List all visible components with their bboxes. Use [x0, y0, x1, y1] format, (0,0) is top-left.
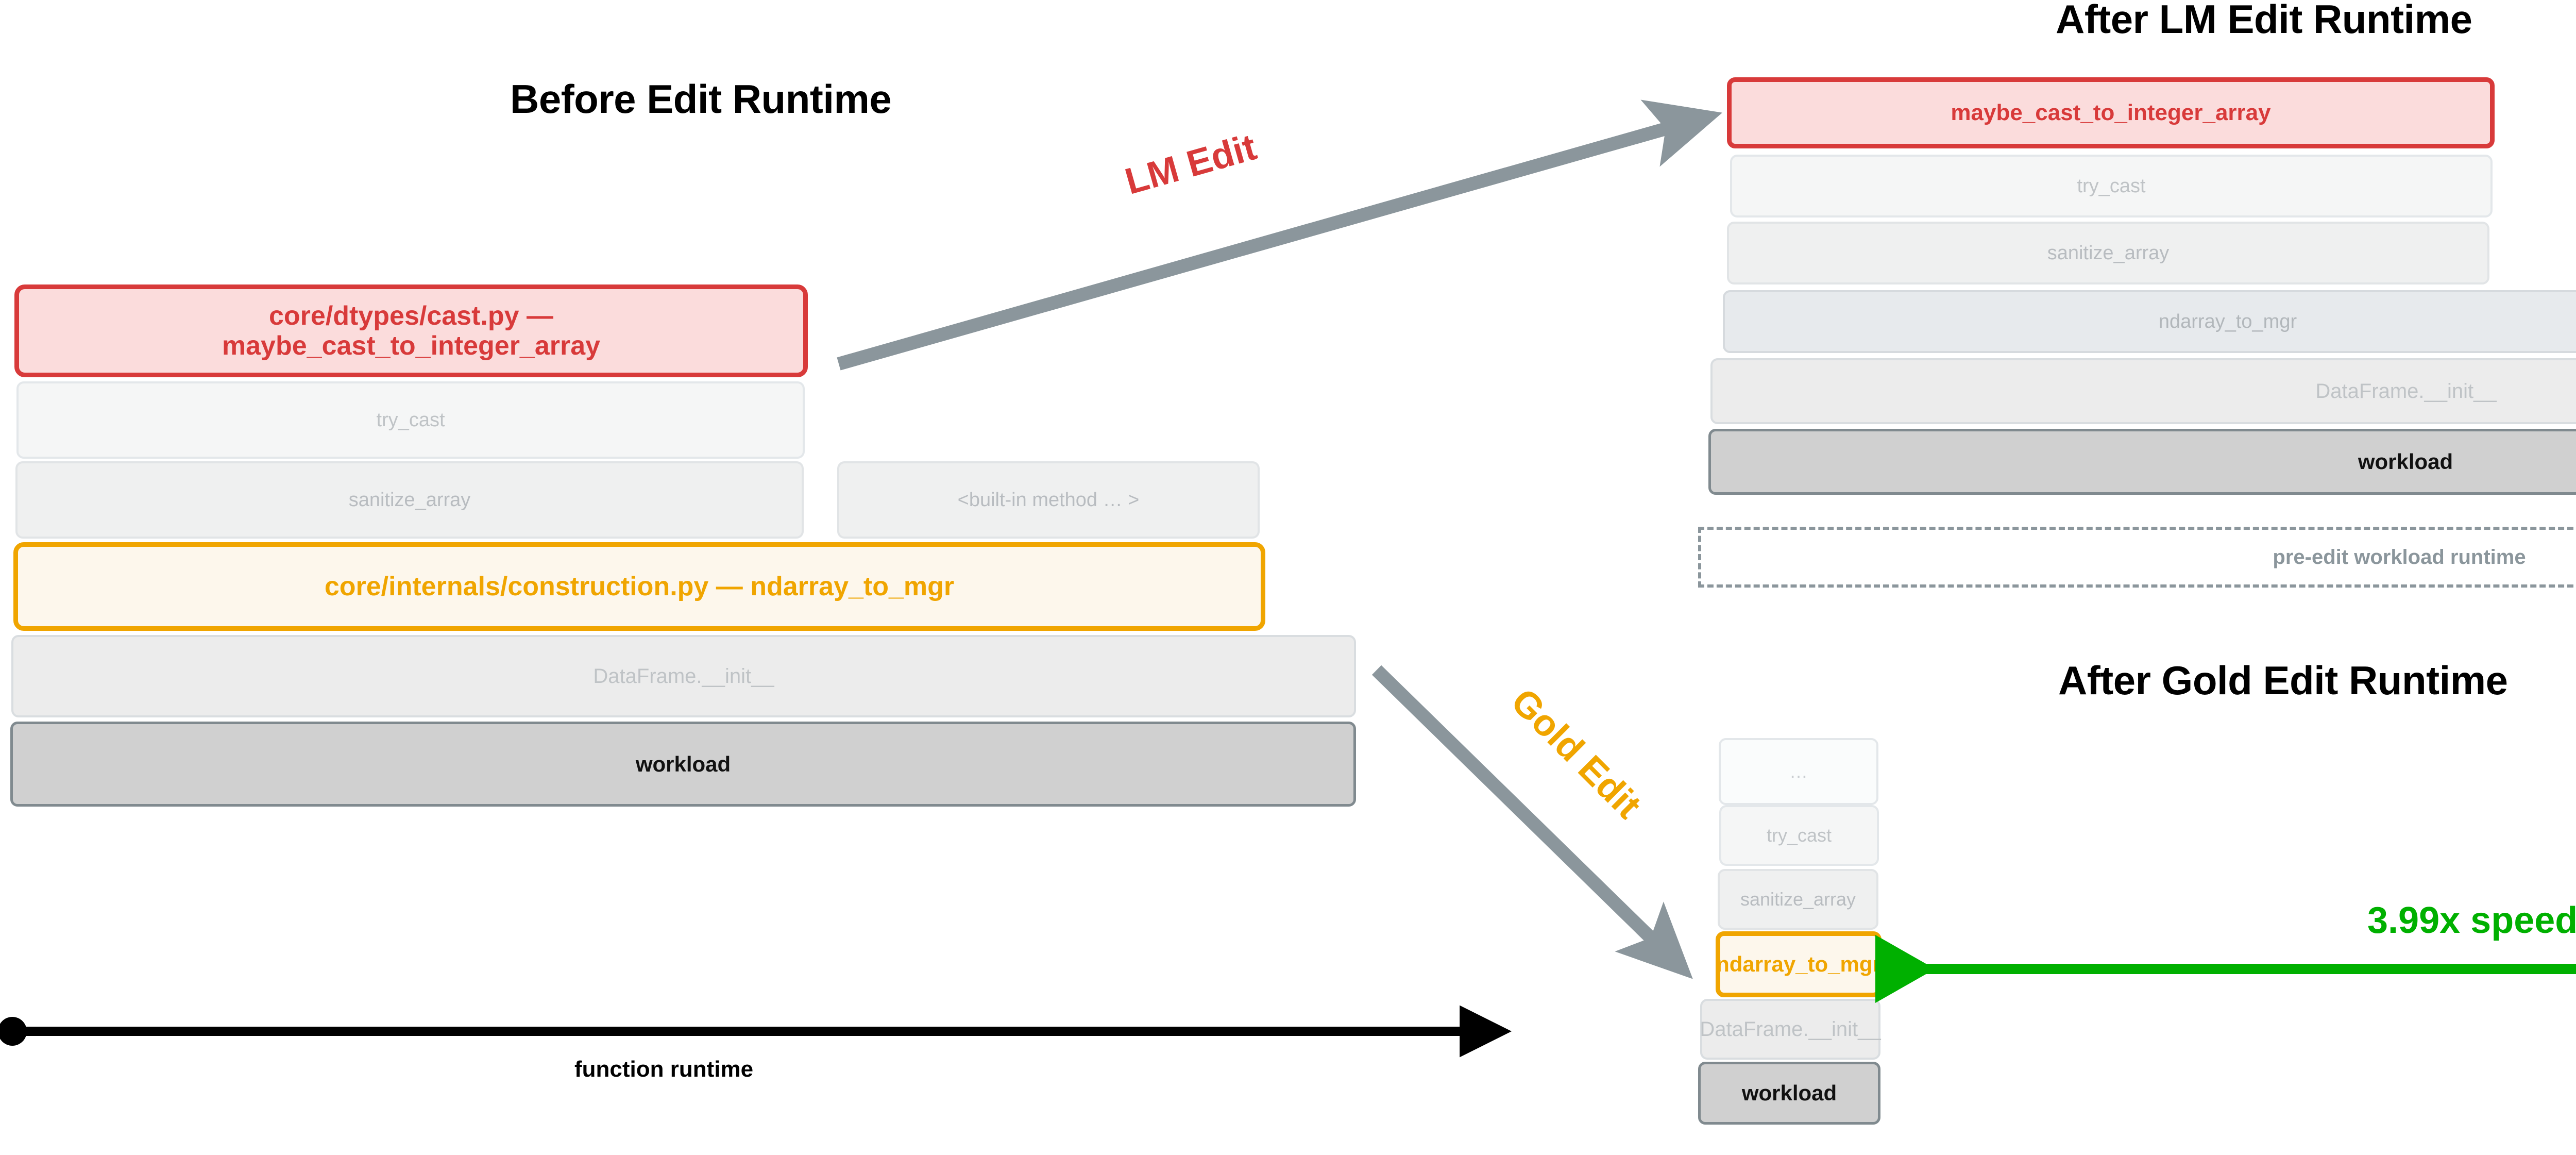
frame-workload-lm[interactable]: workload [1708, 429, 2576, 495]
frame-dataframe-init-gold[interactable]: DataFrame.__init__ [1700, 999, 1881, 1060]
frame-label: ndarray_to_mgr [2158, 310, 2297, 332]
frame-ndarray-to-mgr-lm[interactable]: ndarray_to_mgr [1723, 290, 2576, 353]
frame-sanitize-array-lm[interactable]: sanitize_array [1727, 222, 2489, 284]
frame-maybe-cast-to-integer-array-lm[interactable]: maybe_cast_to_integer_array [1727, 77, 2495, 148]
lm-edit-arrow [837, 99, 1723, 371]
frame-label: … [1789, 760, 1808, 782]
frame-label: try_cast [2077, 175, 2146, 197]
frame-ndarray-to-mgr-gold[interactable]: ndarray_to_mgr [1716, 931, 1882, 997]
frame-label: maybe_cast_to_integer_array [1951, 100, 2271, 126]
frame-label: try_cast [1766, 824, 1832, 846]
frame-label: core/internals/construction.py — ndarray… [324, 571, 955, 601]
gold-edit-arrow-label: Gold Edit [1503, 680, 1649, 827]
frame-try-cast-gold[interactable]: try_cast [1719, 805, 1879, 866]
frame-sanitize-array-gold[interactable]: sanitize_array [1718, 869, 1878, 930]
frame-ellipsis-gold[interactable]: … [1719, 738, 1878, 805]
frame-dataframe-init-lm[interactable]: DataFrame.__init__ [1710, 358, 2576, 424]
frame-workload-before[interactable]: workload [10, 722, 1356, 807]
frame-ndarray-to-mgr-before[interactable]: core/internals/construction.py — ndarray… [13, 542, 1265, 631]
lm-edit-arrow-label: LM Edit [1121, 126, 1261, 203]
frame-label: workload [2358, 449, 2453, 474]
frame-label: sanitize_array [348, 489, 471, 511]
pre-edit-workload-runtime-label: pre-edit workload runtime [2273, 545, 2526, 568]
frame-label-line2: maybe_cast_to_integer_array [222, 331, 601, 361]
frame-builtin-method-before[interactable]: <built-in method … > [837, 461, 1260, 539]
speedup-label: 3.99x speedup! [2367, 900, 2576, 941]
frame-label: ndarray_to_mgr [1716, 952, 1881, 977]
panel-title-after-lm: After LM Edit Runtime [2056, 0, 2472, 42]
function-runtime-axis-label: function runtime [574, 1057, 754, 1082]
panel-title-after-gold: After Gold Edit Runtime [2058, 658, 2508, 703]
frame-label: try_cast [376, 409, 445, 431]
frame-label: sanitize_array [2047, 242, 2170, 264]
frame-label: DataFrame.__init__ [593, 664, 774, 688]
frame-maybe-cast-to-integer-array[interactable]: core/dtypes/cast.py — maybe_cast_to_inte… [14, 284, 808, 377]
frame-label: DataFrame.__init__ [2315, 379, 2497, 403]
frame-label: core/dtypes/cast.py — maybe_cast_to_inte… [222, 301, 600, 361]
frame-label: workload [1741, 1081, 1837, 1106]
frame-label: sanitize_array [1740, 888, 1856, 910]
pre-edit-workload-runtime-box: pre-edit workload runtime [1698, 527, 2576, 588]
function-runtime-axis-start-dot [0, 1017, 27, 1046]
frame-try-cast-before[interactable]: try_cast [16, 381, 805, 459]
frame-label-line1: core/dtypes/cast.py — [268, 300, 553, 331]
frame-workload-gold[interactable]: workload [1698, 1062, 1880, 1125]
frame-sanitize-array-before[interactable]: sanitize_array [15, 461, 804, 539]
frame-try-cast-lm[interactable]: try_cast [1730, 155, 2493, 217]
frame-label: <built-in method … > [957, 489, 1140, 511]
panel-title-before: Before Edit Runtime [510, 76, 892, 122]
frame-label: DataFrame.__init__ [1700, 1017, 1881, 1041]
frame-dataframe-init-before[interactable]: DataFrame.__init__ [11, 635, 1356, 717]
frame-label: workload [635, 751, 731, 776]
